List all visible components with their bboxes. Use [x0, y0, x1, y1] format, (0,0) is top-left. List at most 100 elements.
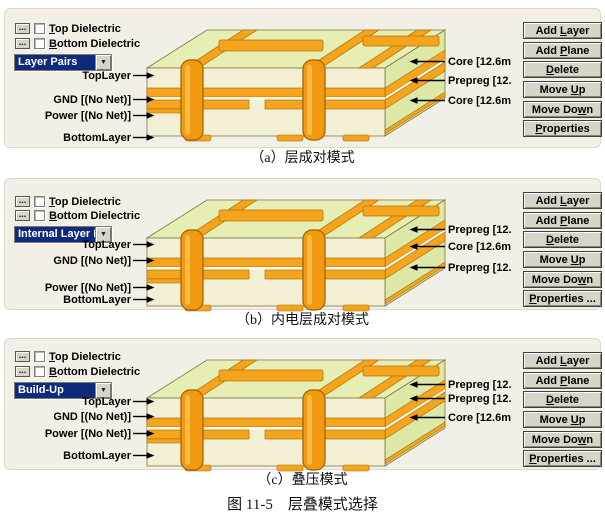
layer-label-power-no-net: Power [(No Net)]	[5, 427, 155, 440]
stack-mode-section: ... Top Dielectric ...Bottom Dielectric La…	[4, 8, 602, 168]
layer-label-text: BottomLayer	[63, 131, 131, 144]
layer-label-text: GND [(No Net)]	[53, 410, 131, 423]
delete-button[interactable]: Delete	[523, 231, 602, 248]
arrow-right-icon	[133, 452, 155, 459]
more-options-button[interactable]: ...	[15, 366, 30, 377]
layer-label-gnd-no-net: GND [(No Net)]	[5, 254, 155, 267]
delete-button[interactable]: Delete	[523, 61, 602, 78]
move-down-button[interactable]: Move Down	[523, 271, 602, 288]
layer-label-toplayer: TopLayer	[5, 395, 155, 408]
chevron-down-icon[interactable]: ▼	[95, 383, 111, 398]
delete-button[interactable]: Delete	[523, 391, 602, 408]
panel-caption: （b）内电层成对模式	[236, 313, 369, 328]
arrow-left-icon	[409, 264, 445, 271]
pcb-stack-3d-graphic	[131, 10, 471, 142]
add-plane-button[interactable]: Add Plane	[523, 42, 602, 59]
more-options-button[interactable]: ...	[15, 23, 30, 34]
stack-mode-value: Layer Pairs	[18, 56, 78, 68]
pcb-stack-3d	[145, 29, 447, 142]
chevron-down-icon[interactable]: ▼	[95, 227, 111, 242]
arrow-left-icon	[409, 77, 445, 84]
layer-label-text: BottomLayer	[63, 449, 131, 462]
properties-button[interactable]: Properties	[523, 120, 602, 137]
layer-stack-dialog: ... Top Dielectric... Bottom Dielectric In…	[4, 178, 602, 312]
arrow-left-icon	[409, 226, 445, 233]
checkbox-label: Top Dielectric	[49, 195, 121, 208]
move-down-button[interactable]: Move Down	[523, 101, 602, 118]
move-up-button[interactable]: Move Up	[523, 411, 602, 428]
material-label-core-12-6m: Core [12.6m	[409, 411, 511, 424]
move-up-button[interactable]: Move Up	[523, 251, 602, 268]
pcb-stack-3d-graphic	[131, 180, 471, 312]
add-plane-button[interactable]: Add Plane	[523, 212, 602, 229]
stack-mode-section: ... Top Dielectric... Bottom Dielectric In…	[4, 178, 602, 330]
checkbox-label: Top Dielectric	[49, 22, 121, 35]
layer-label-text: TopLayer	[82, 395, 131, 408]
figure-caption: 图 11-5 层叠模式选择	[227, 497, 378, 513]
properties-button[interactable]: Properties ...	[523, 290, 602, 307]
add-layer-button[interactable]: Add Layer	[523, 352, 602, 369]
layer-stack-dialog: ...Top Dielectric...Bottom Dielectric Bu…	[4, 338, 602, 472]
material-label-prepreg-12: Prepreg [12.	[409, 378, 512, 391]
material-label-core-12-6m: Core [12.6m	[409, 240, 511, 253]
bottom-dielectric-checkbox[interactable]	[34, 366, 45, 377]
material-label-text: Core [12.6m	[448, 240, 511, 253]
material-label-core-12-6m: Core [12.6m	[409, 55, 511, 68]
bottom-dielectric-checkbox[interactable]	[34, 210, 45, 221]
more-options-button[interactable]: ...	[15, 196, 30, 207]
arrow-right-icon	[133, 72, 155, 79]
more-options-button[interactable]: ...	[15, 351, 30, 362]
chevron-down-icon[interactable]: ▼	[95, 55, 111, 70]
bottom-dielectric-checkbox[interactable]	[34, 38, 45, 49]
add-plane-button[interactable]: Add Plane	[523, 372, 602, 389]
arrow-right-icon	[133, 257, 155, 264]
layer-label-power-no-net: Power [(No Net)]	[5, 109, 155, 122]
more-options-button[interactable]: ...	[15, 210, 30, 221]
properties-button[interactable]: Properties ...	[523, 450, 602, 467]
material-label-text: Core [12.6m	[448, 55, 511, 68]
checkbox-label: Bottom Dielectric	[49, 209, 141, 222]
layer-label-toplayer: TopLayer	[5, 69, 155, 82]
pcb-stack-3d	[145, 199, 447, 312]
layer-label-text: TopLayer	[82, 69, 131, 82]
top-dielectric-checkbox[interactable]	[34, 196, 45, 207]
layer-label-text: TopLayer	[82, 238, 131, 251]
stack-mode-dropdown[interactable]: Build-Up ▼	[14, 382, 112, 399]
panel-caption: （c）叠压模式	[257, 473, 348, 488]
layer-label-bottomlayer: BottomLayer	[5, 293, 155, 306]
layer-label-toplayer: TopLayer	[5, 238, 155, 251]
top-dielectric-checkbox[interactable]	[34, 351, 45, 362]
top-dielectric-row: ... Top Dielectric	[15, 350, 121, 363]
layer-label-text: Power [(No Net)]	[44, 427, 131, 440]
panel-caption: （a）层成对模式	[250, 151, 355, 166]
material-label-text: Prepreg [12.	[448, 378, 512, 391]
add-layer-button[interactable]: Add Layer	[523, 192, 602, 209]
arrow-right-icon	[133, 284, 155, 291]
top-dielectric-row: ... Top Dielectric	[15, 195, 121, 208]
move-down-button[interactable]: Move Down	[523, 431, 602, 448]
stack-mode-dropdown[interactable]: Internal Layer P ▼	[14, 226, 112, 243]
material-label-prepreg-12: Prepreg [12.	[409, 261, 512, 274]
layer-label-text: Power [(No Net)]	[44, 281, 131, 294]
more-options-button[interactable]: ...	[15, 38, 30, 49]
layer-label-bottomlayer: BottomLayer	[5, 449, 155, 462]
stack-mode-dropdown[interactable]: Layer Pairs ▼	[14, 54, 112, 71]
material-label-text: Prepreg [12.	[448, 223, 512, 236]
move-up-button[interactable]: Move Up	[523, 81, 602, 98]
stack-mode-value: Build-Up	[18, 384, 64, 396]
checkbox-label: Top Dielectric	[49, 350, 121, 363]
bottom-dielectric-row: ...Bottom Dielectric	[15, 37, 140, 50]
pcb-stack-3d	[145, 359, 447, 472]
top-dielectric-checkbox[interactable]	[34, 23, 45, 34]
add-layer-button[interactable]: Add Layer	[523, 22, 602, 39]
arrow-right-icon	[133, 134, 155, 141]
arrow-left-icon	[409, 381, 445, 388]
layer-label-text: Power [(No Net)]	[44, 109, 131, 122]
material-label-text: Prepreg [12.	[448, 74, 512, 87]
arrow-right-icon	[133, 398, 155, 405]
material-label-text: Core [12.6m	[448, 411, 511, 424]
layer-label-gnd-no-net: GND [(No Net)]	[5, 410, 155, 423]
arrow-right-icon	[133, 112, 155, 119]
arrow-right-icon	[133, 296, 155, 303]
pcb-stack-3d-graphic	[131, 340, 471, 472]
